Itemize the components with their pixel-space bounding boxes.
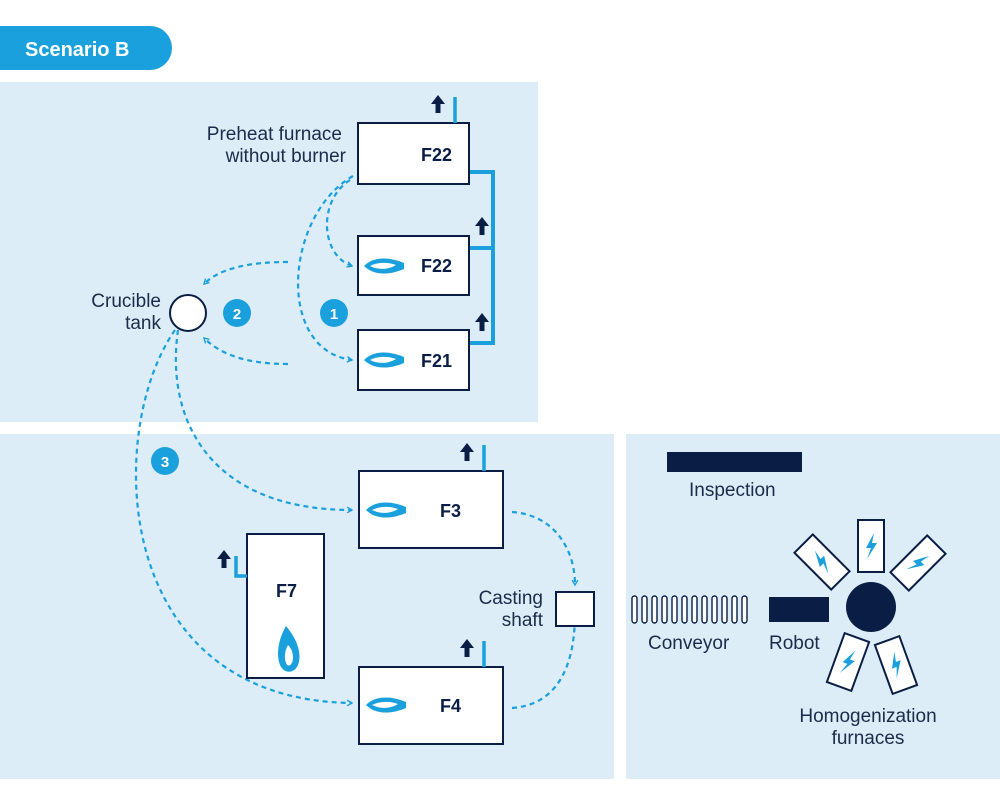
crucible-label-2: tank bbox=[125, 313, 161, 334]
step-badge-1 bbox=[320, 299, 348, 327]
preheat-furnace-label: Preheat furnace bbox=[207, 124, 342, 145]
flow-to-crucible-bottom bbox=[204, 338, 289, 366]
furnace-f22-label: F22 bbox=[421, 256, 452, 276]
conveyor-roller bbox=[641, 595, 648, 624]
exhaust-pipe bbox=[469, 170, 495, 345]
homogenization-furnace bbox=[857, 519, 885, 573]
furnace-f22 bbox=[357, 235, 470, 296]
conveyor-roller bbox=[711, 595, 718, 624]
flow-preheat-to-f21 bbox=[297, 175, 354, 360]
robot-label: Robot bbox=[769, 633, 820, 654]
furnace-f21 bbox=[357, 329, 470, 391]
casting-shaft-label-2: shaft bbox=[502, 610, 544, 631]
conveyor-roller bbox=[661, 595, 668, 624]
step-badge-3 bbox=[151, 447, 179, 475]
flow-preheat-to-f22 bbox=[325, 179, 352, 266]
lightning-icon bbox=[857, 519, 885, 573]
conveyor-roller bbox=[651, 595, 658, 624]
conveyor-roller bbox=[671, 595, 678, 624]
step-badge-1-text: 1 bbox=[330, 306, 338, 323]
conveyor-roller bbox=[731, 595, 738, 624]
conveyor-label: Conveyor bbox=[648, 633, 730, 654]
conveyor-roller bbox=[701, 595, 708, 624]
preheat-furnace-label-2: without burner bbox=[225, 146, 347, 167]
homogenization-label-2: furnaces bbox=[832, 728, 905, 749]
conveyor-roller bbox=[691, 595, 698, 624]
casting-shaft-label: Casting bbox=[479, 588, 543, 609]
vertical-flame-icon bbox=[278, 626, 300, 672]
step-badge-2 bbox=[223, 299, 251, 327]
step-badge-2-text: 2 bbox=[233, 306, 241, 323]
flow-f3-to-casting bbox=[511, 510, 575, 585]
furnace-f3-label: F3 bbox=[440, 501, 461, 521]
flow-to-crucible-top bbox=[204, 260, 289, 284]
flow-crucible-to-f4 bbox=[134, 329, 352, 703]
conveyor-roller bbox=[741, 595, 748, 624]
furnace-f7-label: F7 bbox=[276, 581, 297, 601]
inspection-label: Inspection bbox=[689, 480, 776, 501]
furnace-f22-preheat bbox=[357, 122, 470, 185]
step-badge-3-text: 3 bbox=[161, 454, 169, 471]
conveyor-roller bbox=[721, 595, 728, 624]
conveyor-roller bbox=[681, 595, 688, 624]
furnace-f22-preheat-label: F22 bbox=[421, 145, 452, 165]
conveyor-roller bbox=[631, 595, 638, 624]
crucible-label: Crucible bbox=[91, 291, 161, 312]
title-text: Scenario B bbox=[25, 39, 129, 61]
furnace-f21-label: F21 bbox=[421, 351, 452, 371]
inspection-station bbox=[667, 452, 802, 472]
robot-arm bbox=[769, 597, 829, 622]
furnace-f4-label: F4 bbox=[440, 696, 461, 716]
flow-crucible-to-f3 bbox=[174, 329, 352, 510]
flow-f4-to-casting bbox=[511, 613, 575, 710]
robot-hub bbox=[846, 582, 896, 632]
casting-shaft bbox=[555, 591, 595, 627]
homogenization-label: Homogenization bbox=[799, 706, 936, 727]
crucible-tank bbox=[169, 294, 207, 332]
conveyor-rollers bbox=[631, 595, 748, 624]
title-pill bbox=[0, 26, 172, 70]
